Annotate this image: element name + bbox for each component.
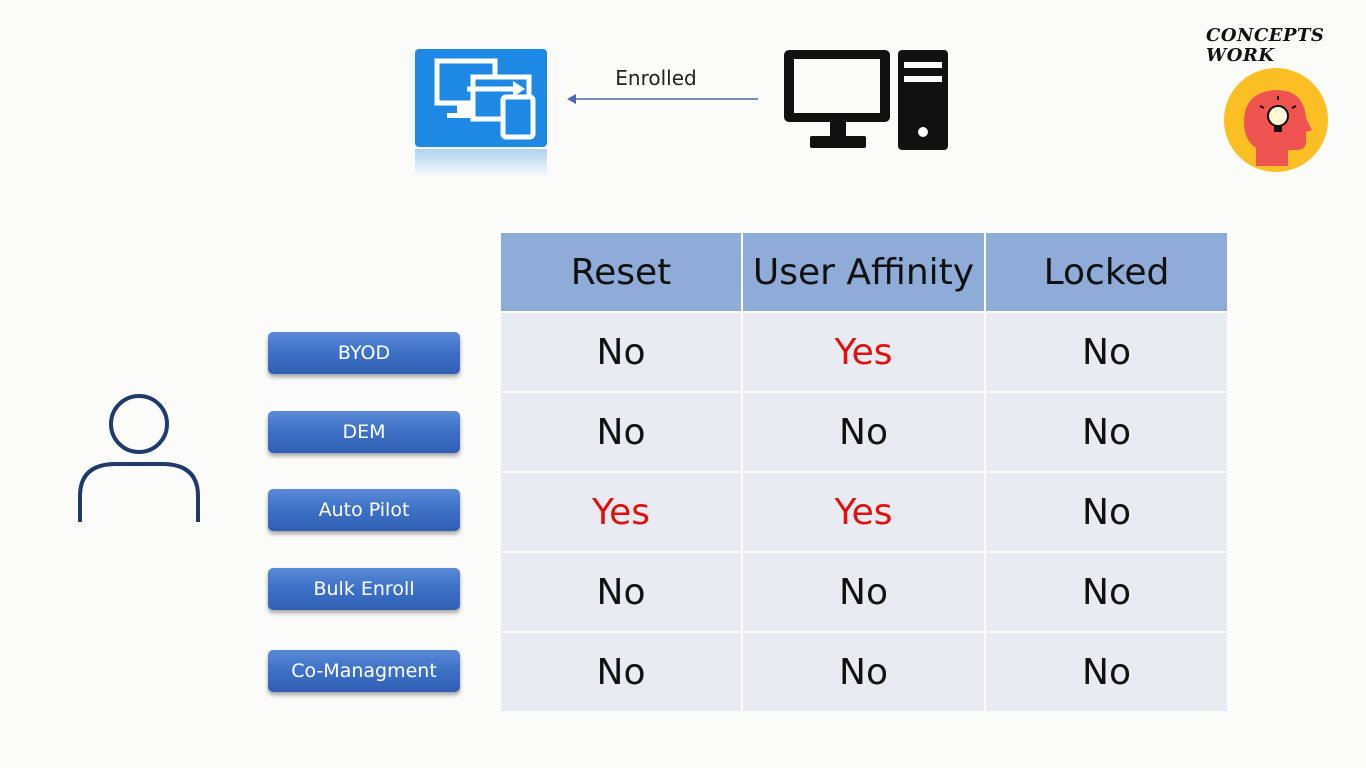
- enrollment-comparison-table: Reset User Affinity Locked No Yes No No …: [501, 233, 1229, 713]
- autopilot-button[interactable]: Auto Pilot: [268, 489, 460, 531]
- cell-co-management-locked: No: [986, 633, 1229, 713]
- cell-autopilot-reset: Yes: [501, 473, 743, 553]
- brand-title: CONCEPTS WORK: [1206, 26, 1346, 66]
- brand-title-line2: WORK: [1206, 45, 1275, 66]
- head-lightbulb-icon: [1224, 68, 1328, 172]
- header-locked: Locked: [986, 233, 1229, 313]
- co-management-button[interactable]: Co-Managment: [268, 650, 460, 692]
- desktop-computer-icon: [784, 50, 948, 150]
- cell-autopilot-locked: No: [986, 473, 1229, 553]
- header-reset: Reset: [501, 233, 743, 313]
- user-icon: [78, 394, 200, 522]
- header-user-affinity: User Affinity: [743, 233, 986, 313]
- cell-co-management-user-affinity: No: [743, 633, 986, 713]
- cell-dem-user-affinity: No: [743, 393, 986, 473]
- cell-dem-locked: No: [986, 393, 1229, 473]
- byod-button[interactable]: BYOD: [268, 332, 460, 374]
- dem-button[interactable]: DEM: [268, 411, 460, 453]
- cell-dem-reset: No: [501, 393, 743, 473]
- enrolled-label: Enrolled: [615, 66, 697, 90]
- enroll-arrow: [567, 94, 758, 104]
- cell-bulk-enroll-user-affinity: No: [743, 553, 986, 633]
- cell-bulk-enroll-reset: No: [501, 553, 743, 633]
- intune-devices-icon: [415, 49, 547, 177]
- cell-byod-reset: No: [501, 313, 743, 393]
- brand-title-line1: CONCEPTS: [1206, 25, 1325, 46]
- cell-bulk-enroll-locked: No: [986, 553, 1229, 633]
- cell-co-management-reset: No: [501, 633, 743, 713]
- cell-byod-user-affinity: Yes: [743, 313, 986, 393]
- cell-byod-locked: No: [986, 313, 1229, 393]
- bulk-enroll-button[interactable]: Bulk Enroll: [268, 568, 460, 610]
- cell-autopilot-user-affinity: Yes: [743, 473, 986, 553]
